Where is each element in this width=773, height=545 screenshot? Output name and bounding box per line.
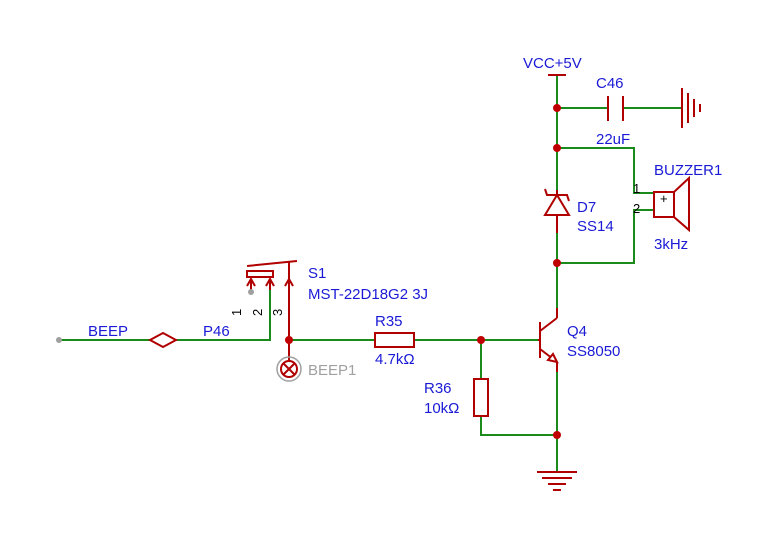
d7-value: SS14 — [577, 218, 614, 235]
junction-dot — [553, 144, 561, 152]
r35-value: 4.7kΩ — [375, 351, 415, 368]
junction-dot — [553, 104, 561, 112]
testpoint-beep1 — [276, 356, 302, 382]
buzzer-value: 3kHz — [654, 236, 688, 253]
buzzer-designator: BUZZER1 — [654, 162, 722, 179]
port-diamond — [147, 331, 179, 349]
s1-value: MST-22D18G2 3J — [308, 286, 428, 303]
c46-designator: C46 — [596, 75, 624, 92]
junctions — [285, 104, 561, 439]
buzzer-pin1: 1 — [633, 181, 640, 196]
ground-icon-main — [537, 471, 577, 491]
s1-pin1: 1 — [229, 309, 244, 316]
junction-dot — [477, 336, 485, 344]
s1-pin3: 3 — [270, 309, 285, 316]
capacitor-c46 — [607, 96, 624, 121]
r36-designator: R36 — [424, 380, 452, 397]
buzzer-buzzer1 — [653, 175, 690, 233]
vcc-label: VCC+5V — [523, 55, 582, 72]
beep-net-end — [56, 337, 62, 343]
wires — [59, 75, 682, 472]
s1-designator: S1 — [308, 265, 326, 282]
r36-value: 10kΩ — [424, 400, 459, 417]
wire-buzzer-pin1 — [557, 147, 654, 194]
q4-designator: Q4 — [567, 323, 587, 340]
resistor-r36 — [473, 378, 489, 417]
r35-designator: R35 — [375, 313, 403, 330]
buzzer-plus: + — [660, 191, 668, 206]
buzzer-pin2: 2 — [633, 201, 640, 216]
c46-value: 22uF — [596, 131, 630, 148]
beep-net-label: BEEP — [88, 323, 128, 340]
port-label: P46 — [203, 323, 230, 340]
wire-port-to-switch — [176, 280, 271, 341]
wire-buzzer-pin2 — [557, 209, 654, 264]
junction-dot — [553, 431, 561, 439]
switch-s1 — [246, 260, 298, 340]
testpoint-label: BEEP1 — [308, 362, 356, 379]
ground-icon-cap — [681, 88, 701, 128]
resistor-r35 — [374, 332, 415, 348]
s1-pin2: 2 — [250, 309, 265, 316]
switch-pin1-dot — [248, 289, 254, 295]
transistor-q4 — [538, 308, 559, 372]
q4-value: SS8050 — [567, 343, 620, 360]
junction-dot — [285, 336, 293, 344]
junction-dot — [553, 259, 561, 267]
d7-designator: D7 — [577, 199, 596, 216]
wire-r36-to-ground — [480, 416, 557, 436]
diode-d7 — [543, 188, 571, 233]
